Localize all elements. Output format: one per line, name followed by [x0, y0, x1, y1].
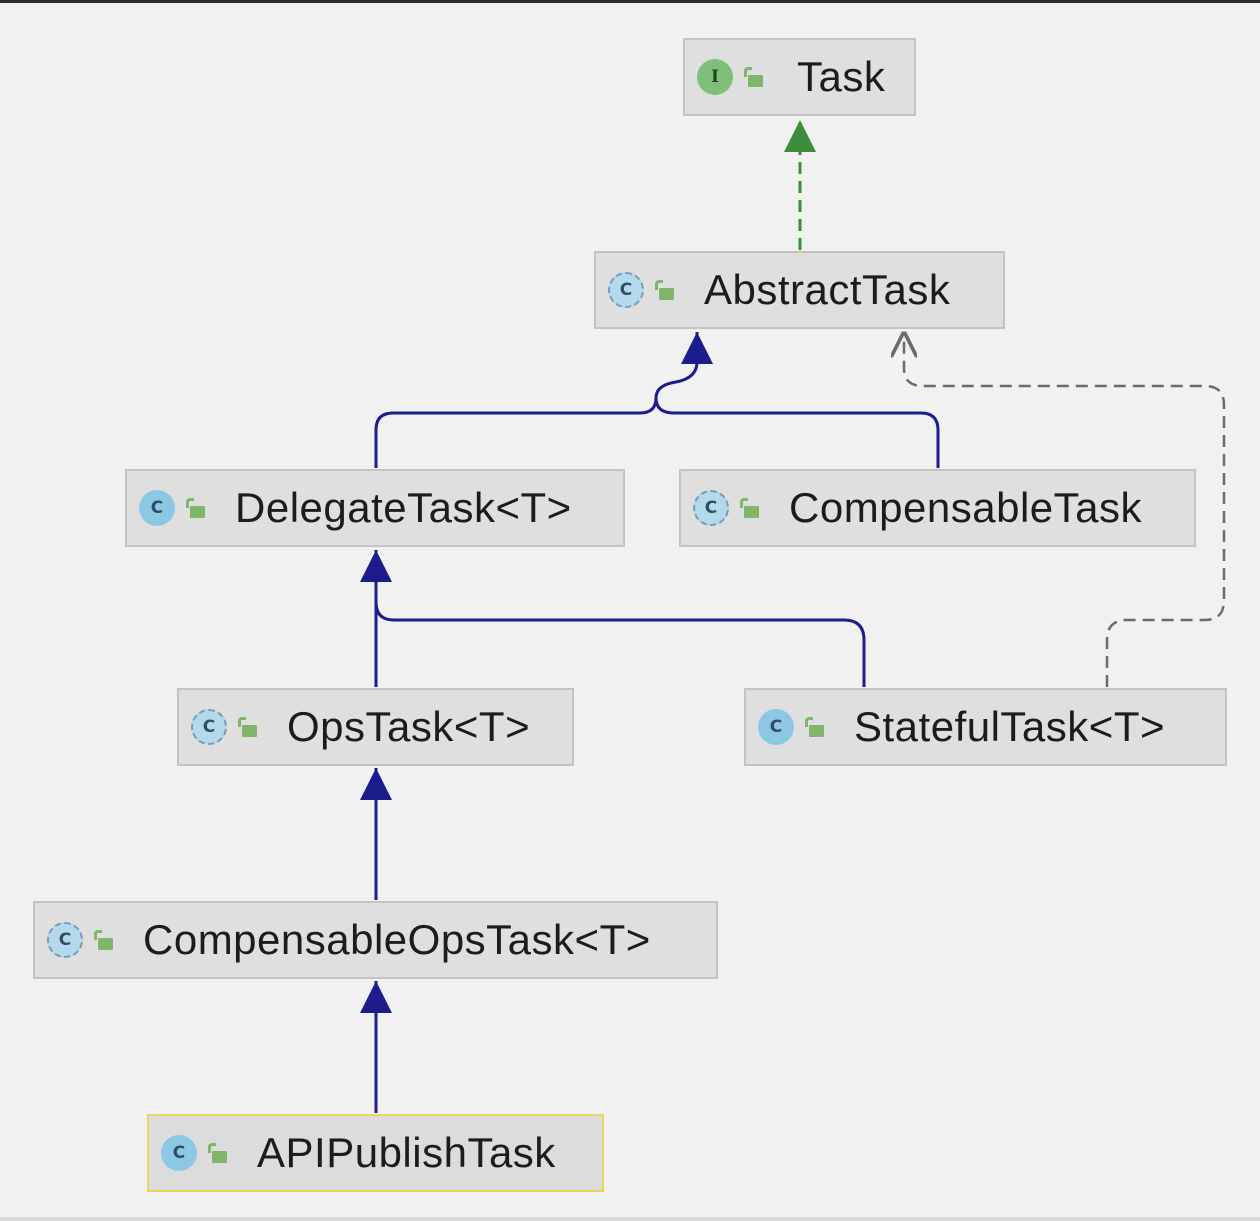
node-label: AbstractTask — [704, 266, 951, 313]
edge-statefultask-delegatetask — [374, 601, 866, 687]
node-compensable-ops-task[interactable]: C CompensableOpsTask<T> — [33, 901, 718, 979]
abstract-class-icon: C — [693, 490, 729, 526]
node-delegate-task[interactable]: C DelegateTask<T> — [125, 469, 625, 547]
public-lock-icon — [237, 716, 259, 738]
edge-statefultask-abstracttask — [904, 334, 1226, 687]
node-compensable-task[interactable]: C CompensableTask — [679, 469, 1196, 547]
class-icon: C — [758, 709, 794, 745]
public-lock-icon — [654, 279, 676, 301]
bottom-border — [0, 1217, 1260, 1221]
abstract-class-icon: C — [608, 272, 644, 308]
interface-icon: I — [697, 59, 733, 95]
node-stateful-task[interactable]: C StatefulTask<T> — [744, 688, 1227, 766]
node-label: OpsTask<T> — [287, 703, 531, 750]
node-label: StatefulTask<T> — [854, 703, 1165, 750]
public-lock-icon — [207, 1142, 229, 1164]
edge-delegatetask-abstracttask — [374, 332, 713, 468]
class-icon: C — [139, 490, 175, 526]
node-label: CompensableOpsTask<T> — [143, 916, 651, 963]
node-label: Task — [797, 53, 886, 100]
node-label: CompensableTask — [789, 484, 1143, 531]
public-lock-icon — [185, 497, 207, 519]
node-ops-task[interactable]: C OpsTask<T> — [177, 688, 574, 766]
abstract-class-icon: C — [47, 922, 83, 958]
abstract-class-icon: C — [191, 709, 227, 745]
class-icon: C — [161, 1135, 197, 1171]
node-task[interactable]: I Task — [683, 38, 916, 116]
node-label: APIPublishTask — [257, 1129, 556, 1176]
public-lock-icon — [739, 497, 761, 519]
node-abstract-task[interactable]: C AbstractTask — [594, 251, 1005, 329]
node-label: DelegateTask<T> — [235, 484, 572, 531]
node-api-publish-task[interactable]: C APIPublishTask — [147, 1114, 604, 1192]
top-border — [0, 0, 1260, 3]
edge-compensabletask-abstracttask — [654, 397, 940, 468]
public-lock-icon — [743, 66, 765, 88]
public-lock-icon — [93, 929, 115, 951]
public-lock-icon — [804, 716, 826, 738]
